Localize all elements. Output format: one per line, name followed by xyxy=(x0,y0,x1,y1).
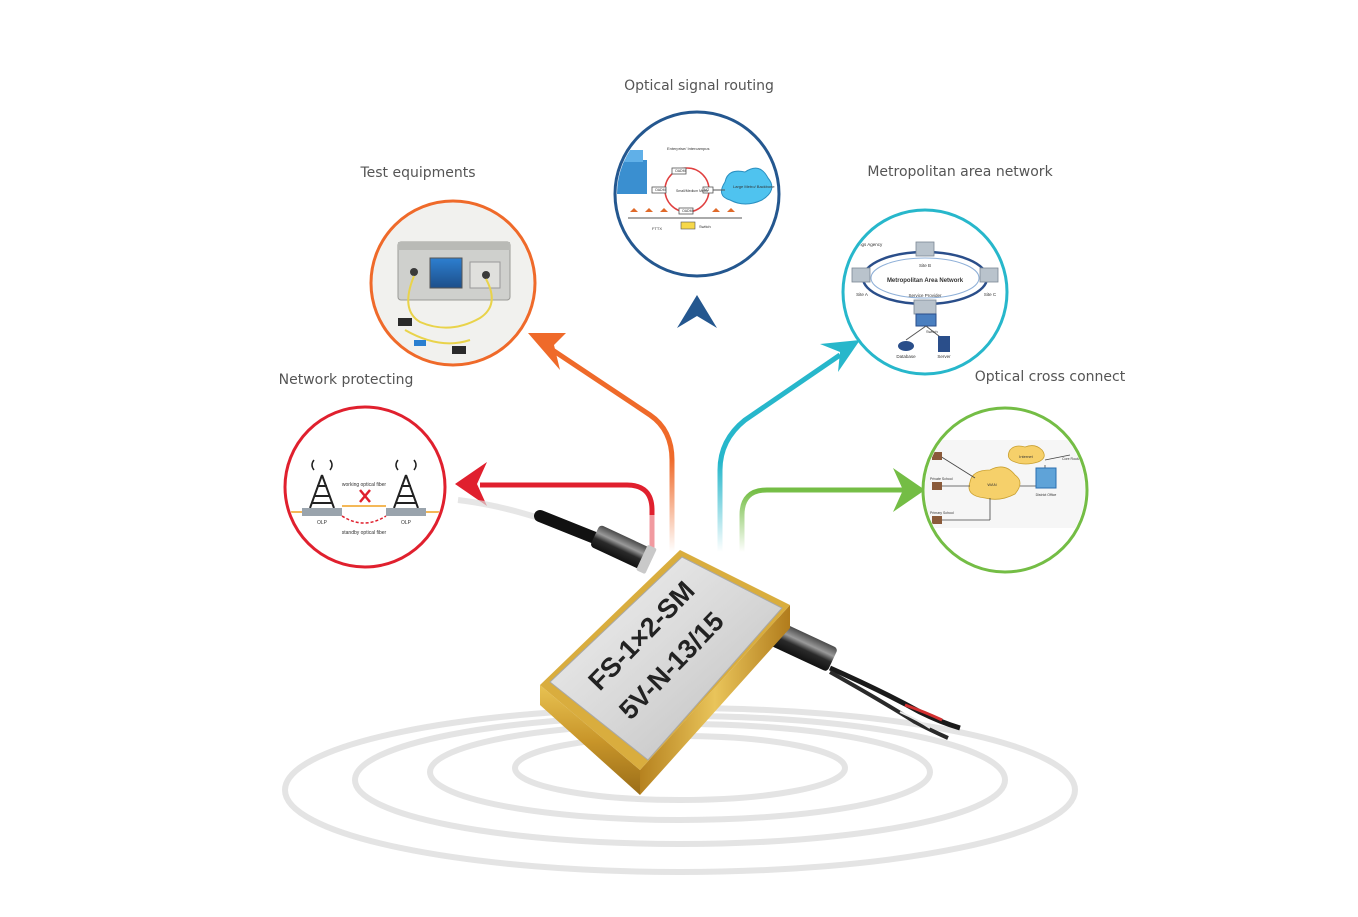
label-optical-signal-routing: Optical signal routing xyxy=(624,78,774,94)
metro-buildings: Buildings Agency xyxy=(848,242,883,247)
standby-fiber-label: standby optical fiber xyxy=(342,530,387,536)
routing-ng-label: NG xyxy=(704,188,710,192)
metro-site-c: Site C xyxy=(984,292,997,297)
routing-switch-label: Switch xyxy=(699,224,711,229)
metro-title: Metropolitan Area Network xyxy=(887,278,964,284)
metro-illustration: Metropolitan Area Network Site B Site A … xyxy=(848,241,999,359)
device-label-plate xyxy=(549,556,783,761)
circle-optical-cross-connect: Internet WAN Private School Primary Scho… xyxy=(921,406,1089,574)
routing-oadm-top-label: OADM xyxy=(675,169,686,173)
routing-illustration: Enterprise/ Intercampus OADM OADM OADM S… xyxy=(617,146,775,231)
metro-provider: Service Provider xyxy=(908,293,942,298)
office-building-icon xyxy=(1035,467,1057,489)
tower-icon-left xyxy=(309,459,335,509)
fiber-pigtails xyxy=(457,497,961,740)
metro-site-b: Site B xyxy=(919,263,931,268)
routing-large-metro-label: Large Metro/ Backbone xyxy=(733,184,775,189)
routing-oadm-left-label: OADM xyxy=(655,188,666,192)
label-network-protecting: Network protecting xyxy=(278,372,414,388)
tower-icon-right xyxy=(393,459,419,509)
occ-internet-label: Internet xyxy=(1019,454,1033,459)
optical-switch-device: FS-1×2-SM 5V-N-13/15 xyxy=(540,550,790,795)
olp-box-left xyxy=(302,508,342,516)
fault-x-icon xyxy=(359,489,371,503)
switch-icon xyxy=(915,313,937,327)
occ-core-label: WAN xyxy=(987,482,996,487)
cloud-icon xyxy=(720,167,773,205)
test-equipment-illustration xyxy=(373,203,533,363)
left-fiber-sleeve xyxy=(591,525,657,574)
routing-core-label: Small/Medium Metro xyxy=(676,189,708,193)
circle-optical-signal-routing: Enterprise/ Intercampus OADM OADM OADM S… xyxy=(613,110,781,278)
circle-metropolitan-area-network: Metropolitan Area Network Site B Site A … xyxy=(841,208,1009,376)
occ-school2-label: Primary School xyxy=(930,511,954,515)
routing-enterprise-label: Enterprise/ Intercampus xyxy=(667,146,709,151)
metro-database: Database xyxy=(896,354,916,359)
circle-test-equipments xyxy=(369,199,537,367)
working-fiber-label: working optical fiber xyxy=(342,482,387,488)
metro-switch: Switch xyxy=(926,329,938,334)
server-icon xyxy=(938,336,950,352)
arrow-test-equipments xyxy=(528,333,675,552)
arrow-optical-cross-connect xyxy=(739,468,925,552)
label-optical-cross-connect: Optical cross connect xyxy=(974,369,1126,385)
occ-school1-label: Private School xyxy=(930,477,953,481)
metro-server: Server xyxy=(937,354,951,359)
wan-cloud-icon xyxy=(968,466,1021,500)
label-metropolitan-area-network: Metropolitan area network xyxy=(867,164,1053,180)
arrow-metropolitan-area-network xyxy=(717,340,860,552)
label-test-equipments: Test equipments xyxy=(360,165,476,181)
building-icons xyxy=(851,241,999,315)
arrow-optical-signal-routing xyxy=(677,295,717,552)
occ-router-label: Core Router xyxy=(1062,457,1082,461)
circle-network-protecting: working optical fiber standby optical fi… xyxy=(283,405,447,569)
database-icon xyxy=(898,341,914,351)
instrument-screen xyxy=(429,257,463,289)
cross-connect-illustration: Internet WAN Private School Primary Scho… xyxy=(925,440,1085,528)
olp-left-label: OLP xyxy=(317,520,328,526)
routing-oadm-bottom-label: OADM xyxy=(682,209,693,213)
occ-district-label: District Office xyxy=(1036,493,1057,497)
olp-right-label: OLP xyxy=(401,520,412,526)
metro-site-a: Site A xyxy=(856,292,868,297)
school-icons xyxy=(932,452,942,524)
network-protecting-illustration: working optical fiber standby optical fi… xyxy=(290,459,440,536)
arrow-network-protecting xyxy=(455,462,656,552)
internet-cloud-icon xyxy=(1007,445,1045,465)
olp-box-right xyxy=(386,508,426,516)
standby-fiber xyxy=(341,515,387,524)
routing-fttx-label: FTTX xyxy=(652,226,662,231)
